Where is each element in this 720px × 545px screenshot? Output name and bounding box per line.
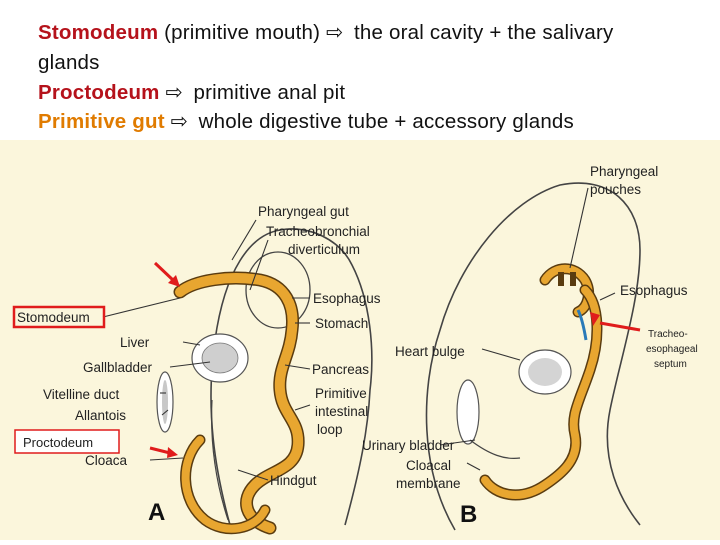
label-tracheobronchial: Tracheobronchial bbox=[266, 224, 370, 239]
label-cloaca: Cloaca bbox=[85, 453, 128, 468]
embryo-a-head-outline bbox=[245, 251, 311, 329]
label-esophagus-a: Esophagus bbox=[313, 291, 381, 306]
septum-pointer-line bbox=[599, 321, 641, 332]
liver-a-texture bbox=[201, 342, 239, 374]
label-septum: septum bbox=[654, 359, 687, 370]
label-pharyngeal: Pharyngeal bbox=[590, 164, 658, 179]
pharyngeal-pouches-b bbox=[539, 263, 594, 318]
label-stomach: Stomach bbox=[315, 316, 368, 331]
label-allantois: Allantois bbox=[75, 408, 126, 423]
figure-b-labels: Pharyngeal pouches Esophagus Heart bulge… bbox=[362, 164, 688, 491]
stomodeum-pointer-line bbox=[153, 261, 176, 283]
label-heart-bulge: Heart bulge bbox=[395, 344, 465, 359]
arrow-right-icon: ⇨ bbox=[170, 110, 189, 133]
embryo-a-inner-line bbox=[210, 399, 229, 521]
label-membrane: membrane bbox=[396, 476, 461, 491]
figure-background bbox=[0, 140, 720, 540]
allantois-b bbox=[456, 379, 480, 445]
vitelline-duct-a bbox=[162, 380, 168, 424]
label-loop: loop bbox=[317, 422, 343, 437]
arrow-right-icon: ⇨ bbox=[326, 21, 344, 44]
heart-bulge-b-texture bbox=[528, 358, 562, 386]
urinary-line-b bbox=[469, 439, 521, 460]
septum-pointer-head bbox=[590, 312, 600, 326]
label-intestinal: intestinal bbox=[315, 404, 368, 419]
proctodeum-label-box bbox=[14, 429, 120, 454]
label-primitive: Primitive bbox=[315, 386, 367, 401]
label-vitelline-duct: Vitelline duct bbox=[43, 387, 120, 402]
label-liver: Liver bbox=[120, 335, 150, 350]
stomodeum-term: Stomodeum bbox=[38, 21, 159, 44]
embryo-b-outline bbox=[425, 182, 641, 531]
proctodeum-term: Proctodeum bbox=[38, 81, 160, 104]
figure-a-labels: Pharyngeal gut Tracheobronchial divertic… bbox=[17, 204, 381, 488]
embryo-diagram: Pharyngeal gut Tracheobronchial divertic… bbox=[0, 140, 720, 540]
header-text: Stomodeum (primitive mouth) ⇨ the oral c… bbox=[0, 0, 720, 140]
trachea-b bbox=[576, 309, 588, 341]
stomodeum-pointer-head bbox=[168, 275, 180, 287]
label-stomodeum: Stomodeum bbox=[17, 310, 90, 325]
label-esophagus-b: Esophagus bbox=[620, 283, 688, 298]
stomodeum-desc: (primitive mouth) bbox=[158, 21, 327, 44]
stomodeum-line-cont: glands bbox=[38, 51, 100, 75]
figure-b: Pharyngeal pouches Esophagus Heart bulge… bbox=[362, 164, 698, 531]
label-diverticulum: diverticulum bbox=[288, 242, 360, 257]
label-pancreas: Pancreas bbox=[312, 362, 369, 377]
pointer-arrows-a bbox=[149, 261, 180, 458]
embryo-a-outline bbox=[210, 228, 373, 526]
label-urinary-bladder: Urinary bladder bbox=[362, 438, 455, 453]
primitive-gut-line: Primitive gut⇨ whole digestive tube + ac… bbox=[38, 109, 574, 134]
label-esophageal: esophageal bbox=[646, 344, 698, 355]
figure-a-leader-lines bbox=[102, 219, 311, 481]
label-pouches: pouches bbox=[590, 182, 641, 197]
gut-tube-b bbox=[481, 286, 601, 499]
label-pharyngeal-gut: Pharyngeal gut bbox=[258, 204, 349, 219]
proctodeum-pointer-head bbox=[167, 447, 178, 458]
stomodeum-result: the oral cavity + the salivary bbox=[348, 21, 614, 44]
figure-b-letter: B bbox=[460, 501, 477, 528]
proctodeum-result: primitive anal pit bbox=[187, 81, 346, 104]
label-cloacal: Cloacal bbox=[406, 458, 451, 473]
label-tracheo: Tracheo- bbox=[648, 329, 688, 340]
tracheo-septum-label: Tracheo- esophageal septum bbox=[646, 329, 698, 370]
stomodeum-result-cont: glands bbox=[38, 51, 100, 74]
label-hindgut: Hindgut bbox=[270, 473, 317, 488]
gut-tube-a bbox=[175, 273, 304, 533]
arrow-right-icon: ⇨ bbox=[165, 81, 183, 104]
hindgut-a bbox=[181, 436, 269, 533]
figure-b-leader-lines bbox=[439, 187, 616, 471]
label-gallbladder: Gallbladder bbox=[83, 360, 153, 375]
embryo-figure-svg: Pharyngeal gut Tracheobronchial divertic… bbox=[0, 140, 720, 540]
primitive-gut-term: Primitive gut bbox=[38, 110, 165, 133]
label-proctodeum: Proctodeum bbox=[23, 435, 93, 450]
stomodeum-highlight-box bbox=[12, 305, 106, 329]
figure-a-letter: A bbox=[148, 499, 165, 526]
stomodeum-line: Stomodeum (primitive mouth) ⇨ the oral c… bbox=[38, 20, 614, 45]
primitive-gut-result: whole digestive tube + accessory glands bbox=[192, 110, 574, 133]
proctodeum-line: Proctodeum⇨ primitive anal pit bbox=[38, 80, 345, 105]
figure-a: Pharyngeal gut Tracheobronchial divertic… bbox=[12, 204, 381, 535]
proctodeum-pointer-line bbox=[149, 446, 171, 455]
